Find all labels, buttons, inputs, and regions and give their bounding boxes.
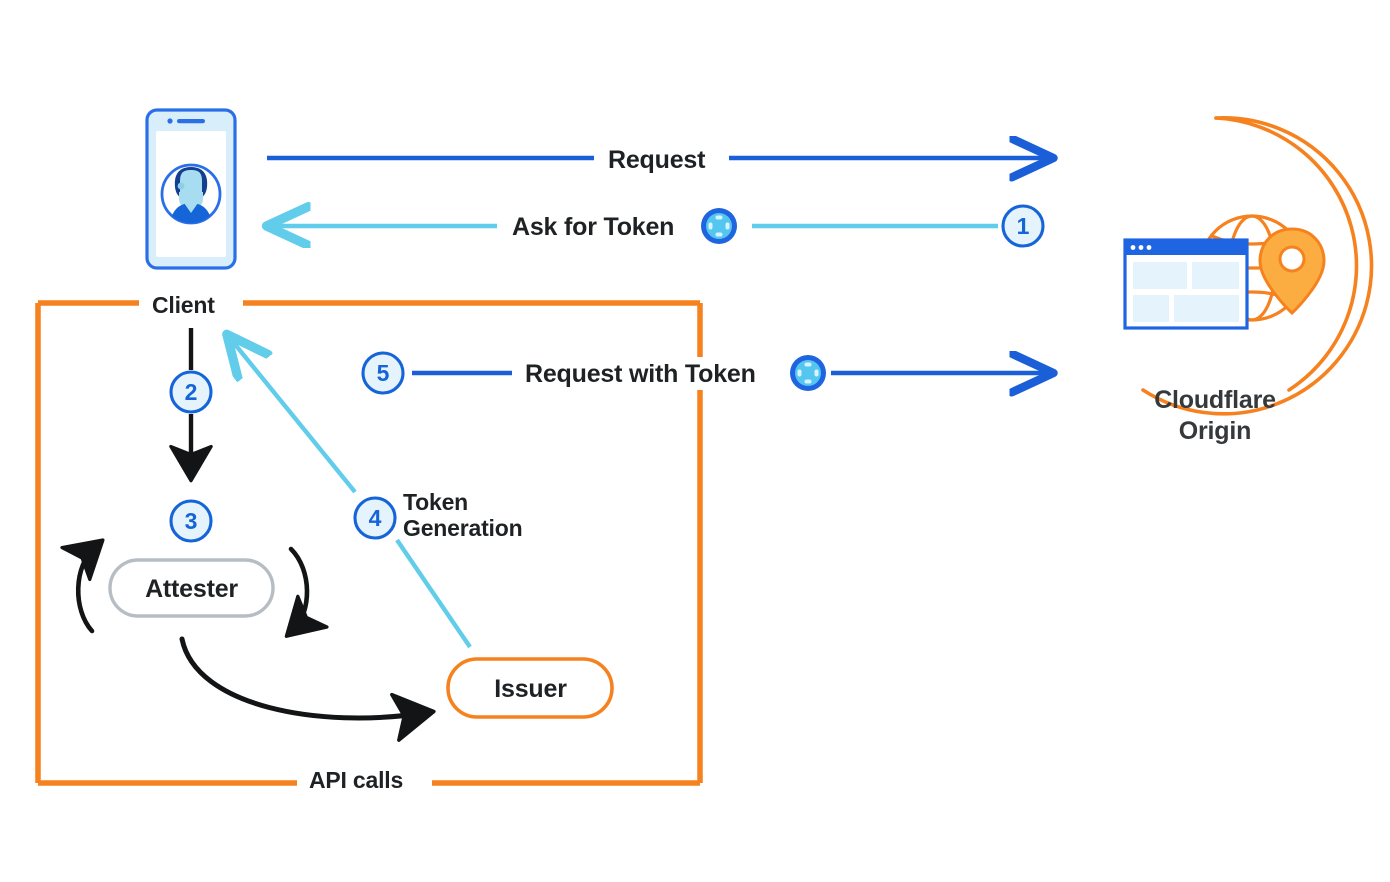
token-icon <box>790 355 826 391</box>
node-label-issuer: Issuer <box>494 675 567 703</box>
flow-label-token-generation-line2: Generation <box>403 515 523 541</box>
flow-label-request: Request <box>608 146 706 174</box>
user-avatar-icon <box>160 163 222 225</box>
node-attester-shape[interactable] <box>108 558 275 618</box>
boundary-label-client: Client <box>152 292 215 318</box>
map-pin-icon <box>1258 227 1326 316</box>
flow-token-generation-arrow <box>229 337 472 649</box>
token-icon <box>701 208 737 244</box>
node-label-cloudflare-origin-line1: Cloudflare <box>1154 386 1276 414</box>
flow-label-request-with-token: Request with Token <box>525 360 756 388</box>
step-circle-1 <box>1001 204 1045 248</box>
boundary-label-api-calls: API calls <box>309 767 404 793</box>
node-label-attester: Attester <box>145 575 238 603</box>
flow-attestation-loop-arrows <box>60 538 436 742</box>
node-issuer-shape[interactable] <box>446 657 614 719</box>
flow-label-token-generation-line1: Token <box>403 489 469 515</box>
browser-window-icon <box>1123 238 1249 330</box>
trust-boundary-box <box>35 300 703 786</box>
flow-label-ask-for-token: Ask for Token <box>512 213 675 241</box>
node-label-cloudflare-origin-line2: Origin <box>1178 417 1252 445</box>
step-circle-3 <box>169 499 213 543</box>
step-circle-2 <box>169 370 213 414</box>
step-circle-5 <box>361 351 405 395</box>
origin-circle-arc <box>1141 116 1374 416</box>
smartphone-icon <box>145 108 237 270</box>
step-circle-4 <box>353 496 397 540</box>
